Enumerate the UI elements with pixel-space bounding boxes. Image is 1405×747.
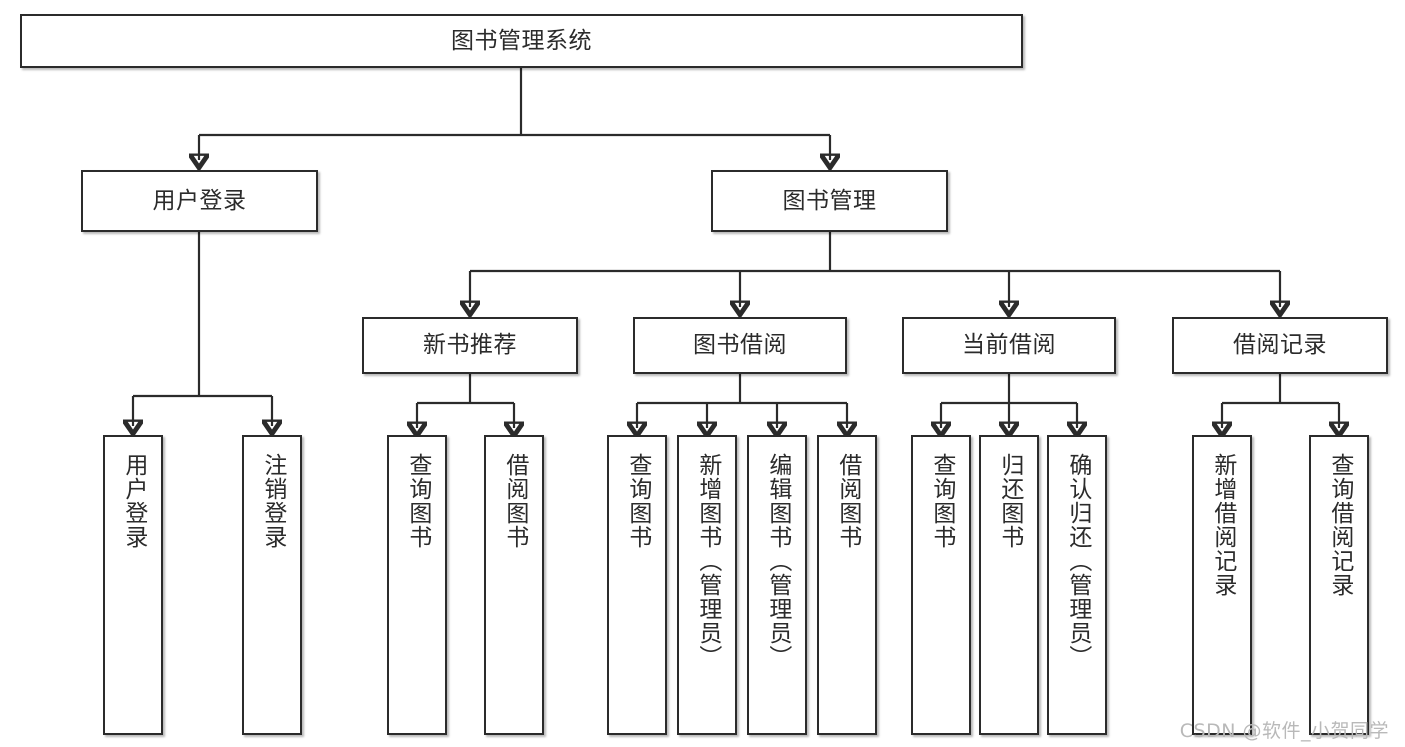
node-label: 确认归还（管理员） (1064, 453, 1091, 669)
node-label: 借阅图书 (501, 453, 528, 549)
leaf-record-add-borrow-record[interactable]: 新增借阅记录 (1192, 435, 1252, 735)
node-label: 注销登录 (259, 453, 286, 549)
node-borrow-record[interactable]: 借阅记录 (1172, 317, 1388, 374)
leaf-borrow-borrow-book[interactable]: 借阅图书 (817, 435, 877, 735)
node-label: 新增借阅记录 (1209, 453, 1236, 597)
leaf-new-book-borrow-book[interactable]: 借阅图书 (484, 435, 544, 735)
node-book-borrow[interactable]: 图书借阅 (633, 317, 847, 374)
node-label: 新书推荐 (423, 332, 517, 359)
node-label: 图书管理系统 (451, 27, 592, 54)
node-label: 查询图书 (624, 453, 651, 549)
leaf-user-login[interactable]: 用户登录 (103, 435, 163, 735)
node-label: 用户登录 (152, 187, 247, 214)
leaf-borrow-edit-book-admin[interactable]: 编辑图书（管理员） (747, 435, 807, 735)
node-label: 当前借阅 (962, 332, 1056, 359)
node-label: 图书管理 (782, 187, 877, 214)
node-new-book-recommend[interactable]: 新书推荐 (362, 317, 578, 374)
leaf-current-confirm-return-admin[interactable]: 确认归还（管理员） (1047, 435, 1107, 735)
node-label: 查询图书 (928, 453, 955, 549)
node-user-login[interactable]: 用户登录 (81, 170, 318, 232)
node-label: 借阅图书 (834, 453, 861, 549)
node-label: 用户登录 (120, 453, 147, 549)
node-label: 查询借阅记录 (1326, 453, 1353, 597)
node-root-book-management-system[interactable]: 图书管理系统 (20, 14, 1023, 68)
leaf-new-book-query-book[interactable]: 查询图书 (387, 435, 447, 735)
node-label: 归还图书 (996, 453, 1023, 549)
leaf-record-query-borrow-record[interactable]: 查询借阅记录 (1309, 435, 1369, 735)
node-current-borrow[interactable]: 当前借阅 (902, 317, 1116, 374)
node-label: 查询图书 (404, 453, 431, 549)
leaf-logout[interactable]: 注销登录 (242, 435, 302, 735)
leaf-current-query-book[interactable]: 查询图书 (911, 435, 971, 735)
node-label: 借阅记录 (1233, 332, 1327, 359)
node-label: 新增图书（管理员） (694, 453, 721, 669)
leaf-borrow-query-book[interactable]: 查询图书 (607, 435, 667, 735)
leaf-current-return-book[interactable]: 归还图书 (979, 435, 1039, 735)
node-label: 编辑图书（管理员） (764, 453, 791, 669)
leaf-borrow-add-book-admin[interactable]: 新增图书（管理员） (677, 435, 737, 735)
node-book-management[interactable]: 图书管理 (711, 170, 948, 232)
node-label: 图书借阅 (693, 332, 787, 359)
csdn-watermark: CSDN @软件_小贺同学 (1179, 720, 1389, 742)
